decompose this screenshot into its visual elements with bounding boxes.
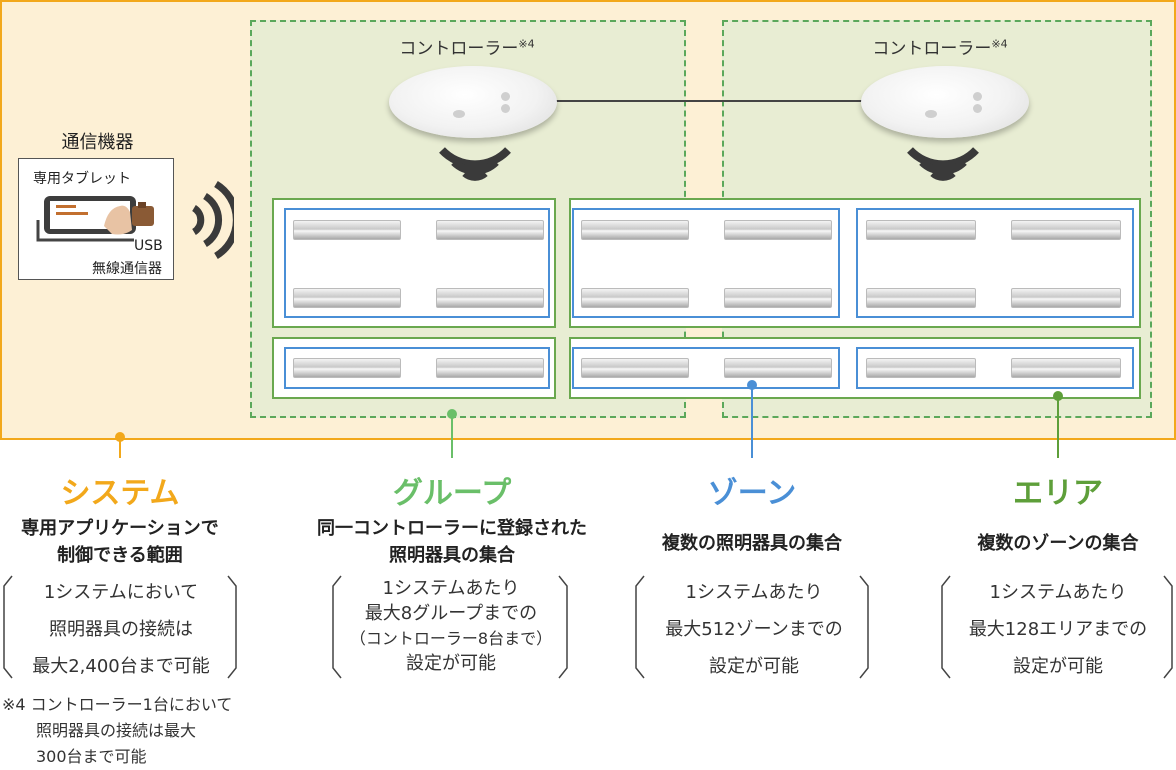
zone-subtitle: 複数の照明器具の集合 — [662, 533, 842, 554]
controller-device-right — [861, 66, 1029, 138]
tablet-label: 専用タブレット — [33, 171, 131, 187]
device-title: 通信機器 — [61, 132, 134, 153]
system-note: 1システムにおいて照明器具の接続は最大2,400台まで可能 — [32, 582, 210, 677]
wireless-signal-icon — [907, 147, 979, 181]
usb-label-line1: USB — [134, 238, 163, 254]
wireless-signal-icon — [191, 181, 234, 259]
controller-link-line — [548, 100, 866, 102]
zone-box — [572, 347, 840, 389]
controller-label-right: コントローラー※4 — [872, 37, 1008, 59]
zone-box — [284, 208, 550, 318]
zone-box — [572, 208, 840, 318]
area-subtitle: 複数のゾーンの集合 — [977, 533, 1139, 554]
connector-lines — [115, 380, 1063, 458]
controller-device-left — [389, 66, 557, 138]
system-subtitle: 専用アプリケーションで制御できる範囲 — [21, 518, 219, 566]
usb-label-line2: 無線通信器 — [92, 261, 162, 277]
bracket — [3, 575, 1173, 679]
wireless-signal-icon — [439, 147, 511, 181]
system-title: システム — [60, 476, 180, 511]
zone-box — [856, 347, 1134, 389]
footnote: ※4 コントローラー1台において 照明器具の接続は最大 300台まで可能 — [2, 695, 233, 766]
zone-title: ゾーン — [707, 476, 797, 511]
area-note: 1システムあたり最大128エリアまでの設定が可能 — [968, 582, 1148, 677]
zone-note: 1システムあたり最大512ゾーンまでの設定が可能 — [665, 582, 843, 677]
group-note: 1システムあたり最大8グループまでの（コントローラー8台まで）設定が可能 — [349, 578, 553, 674]
group-title: グループ — [392, 476, 512, 511]
zone-box — [284, 347, 550, 389]
controller-label-left: コントローラー※4 — [399, 37, 535, 59]
group-subtitle: 同一コントローラーに登録された照明器具の集合 — [317, 518, 587, 566]
tablet-icon — [36, 196, 154, 242]
area-title: エリア — [1013, 476, 1103, 511]
zone-box — [856, 208, 1134, 318]
